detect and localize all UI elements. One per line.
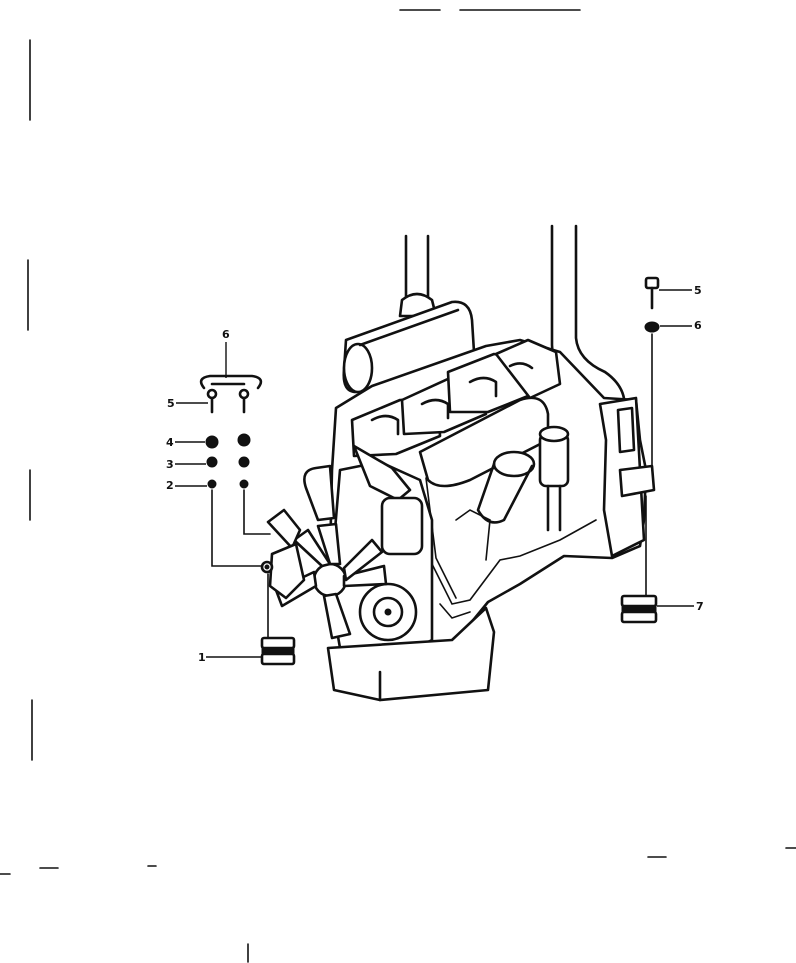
rubber-cushion-rear bbox=[620, 594, 658, 624]
callout-6-top: 6 bbox=[222, 328, 230, 341]
callout-3: 3 bbox=[166, 458, 174, 471]
scan-artifacts bbox=[0, 9, 796, 963]
exhaust-pipe-left bbox=[398, 234, 438, 318]
callout-5-left: 5 bbox=[167, 397, 175, 410]
cooling-fan bbox=[274, 522, 388, 640]
exploded-parts-right bbox=[620, 276, 660, 624]
rocker-covers bbox=[350, 338, 562, 458]
callout-4: 4 bbox=[166, 436, 174, 449]
nut-right bbox=[238, 456, 250, 468]
crank-pulley bbox=[358, 582, 418, 642]
callout-2: 2 bbox=[166, 479, 174, 492]
support-plate bbox=[199, 374, 263, 390]
guide-line-right bbox=[243, 489, 271, 535]
pin-right bbox=[239, 479, 249, 489]
guide-line-left bbox=[211, 489, 263, 567]
fuel-filter bbox=[538, 425, 570, 532]
front-mount-bracket bbox=[260, 508, 306, 600]
callouts: 6 5 4 3 2 1 5 6 7 bbox=[166, 284, 704, 664]
rear-mount-bracket bbox=[618, 464, 656, 498]
pin-left bbox=[207, 479, 217, 489]
nut-left bbox=[206, 456, 218, 468]
fuel-lines bbox=[419, 477, 597, 619]
callout-1: 1 bbox=[198, 651, 206, 664]
exploded-parts-left bbox=[199, 374, 296, 666]
rear-mount-bolt bbox=[644, 276, 660, 310]
washer-left bbox=[205, 435, 219, 449]
washer-right bbox=[237, 433, 251, 447]
callout-7: 7 bbox=[696, 600, 704, 613]
mount-bolt-right bbox=[238, 388, 250, 414]
rubber-cushion-front bbox=[260, 636, 296, 666]
engine-assembly bbox=[260, 224, 656, 702]
oil-pan bbox=[326, 606, 496, 702]
mount-bolt-left bbox=[206, 388, 218, 414]
callout-6-right: 6 bbox=[694, 319, 702, 332]
callout-5-right: 5 bbox=[694, 284, 702, 297]
rear-washer bbox=[644, 321, 660, 333]
